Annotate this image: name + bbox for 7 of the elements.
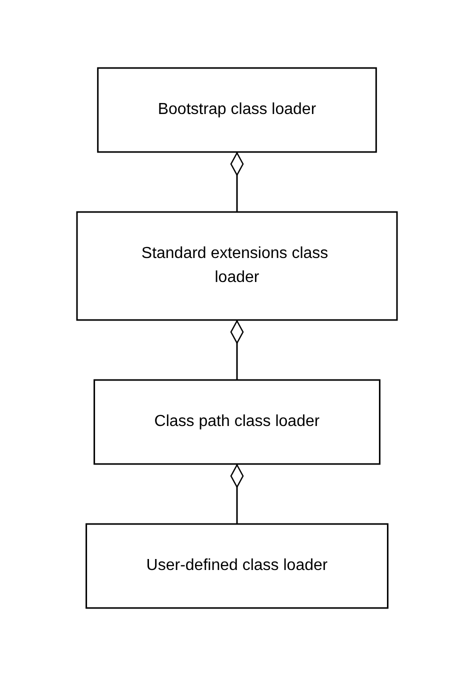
class-box: Bootstrap class loader xyxy=(97,66,377,152)
class-box: User-defined class loader xyxy=(86,522,388,608)
class-box: Standard extensions class loader xyxy=(76,210,398,320)
aggregation-line xyxy=(230,464,244,524)
aggregation-line xyxy=(230,152,244,212)
aggregation-line xyxy=(230,320,244,380)
class-box: Class path class loader xyxy=(94,378,380,464)
